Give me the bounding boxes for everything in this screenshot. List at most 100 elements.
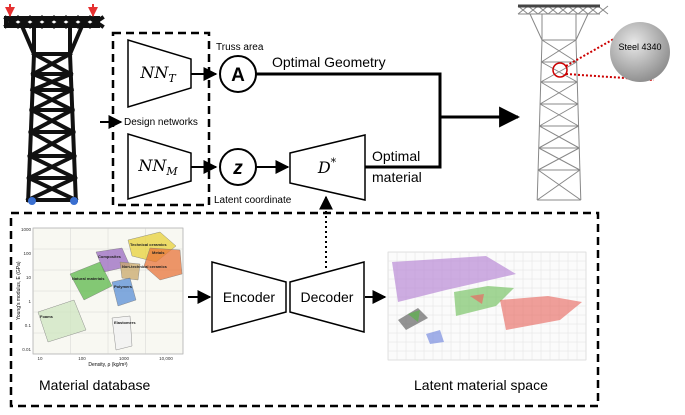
material-path	[365, 117, 442, 169]
left-tower-member	[67, 51, 73, 77]
ashby-family-region	[37, 299, 87, 343]
nn-t-base: NN	[139, 63, 169, 82]
left-tower-member	[28, 107, 34, 135]
ashby-family-region	[111, 315, 133, 351]
cluster-green	[454, 286, 514, 316]
truss-area-symbol: A	[231, 65, 245, 86]
ashby-family-label: Technical ceramics	[130, 242, 167, 247]
nn-m-base: NN	[137, 156, 167, 175]
left-tower-member	[25, 175, 78, 203]
right-tower-member	[538, 103, 541, 127]
right-tower-member	[537, 147, 540, 171]
left-tower-member	[75, 15, 93, 29]
right-tower-member	[578, 147, 581, 171]
left-tower-member	[15, 15, 33, 29]
left-tower-member	[3, 15, 21, 29]
ashby-x-label: Density, ρ (kg/m³)	[88, 362, 127, 368]
right-tower-member	[576, 61, 578, 83]
ashby-y-tick: 1	[28, 299, 31, 304]
right-tower-member	[539, 81, 578, 105]
nn-t-network: NNT	[127, 38, 192, 109]
left-tower-member	[26, 153, 77, 181]
left-tower-member	[27, 129, 76, 159]
right-tower-member	[575, 39, 578, 63]
right-tower-member	[540, 61, 577, 83]
ashby-x-tick: 1000	[119, 356, 130, 361]
left-tower-member	[30, 71, 36, 93]
left-tower-member	[29, 71, 74, 93]
optimal-material-label-line2: material	[372, 169, 422, 185]
cluster-blue	[426, 330, 444, 344]
ashby-family-label: Foams	[40, 314, 54, 319]
nn-m-network: NNM	[127, 132, 192, 200]
right-tower-member	[578, 125, 580, 149]
supports	[28, 197, 78, 205]
right-tower-member	[539, 81, 542, 105]
cluster-red	[500, 296, 582, 330]
left-tower-member	[87, 15, 105, 29]
ashby-x-tick: 10,000	[159, 356, 173, 361]
truss-area-label: Truss area	[216, 42, 264, 53]
steel-label: Steel 4340	[618, 42, 661, 52]
right-tower-member	[575, 13, 589, 41]
left-tower-member	[69, 87, 75, 113]
encoder-label: Encoder	[223, 289, 275, 305]
left-tower-member	[30, 51, 73, 77]
left-tower-member	[27, 129, 33, 159]
latent-coordinate-label: Latent coordinate	[214, 195, 292, 206]
ashby-y-tick: 0.01	[22, 347, 31, 352]
left-tower-member	[51, 15, 69, 29]
left-tower-member	[71, 129, 77, 159]
cluster-small-green	[408, 310, 420, 322]
right-tower-member	[536, 169, 581, 201]
decoder-network: Decoder	[289, 261, 365, 333]
right-tower-member	[538, 125, 579, 149]
nn-t-subscript: T	[168, 72, 177, 85]
left-tower-member	[26, 153, 32, 181]
decoder-star-sup: *	[331, 156, 337, 169]
cluster-purple	[392, 256, 516, 302]
left-tower-member	[29, 87, 35, 113]
left-tower-member	[26, 175, 32, 203]
ashby-x-tick: 100	[78, 356, 86, 361]
optimal-material-label-line1: Optimal	[372, 148, 420, 164]
initial-truss-tower	[3, 15, 105, 203]
optimal-geometry-label: Optimal Geometry	[272, 54, 386, 70]
latent-material-space-label: Latent material space	[414, 377, 548, 393]
right-tower-member	[576, 81, 579, 105]
right-tower-member	[537, 147, 580, 171]
ashby-family-region	[69, 261, 113, 301]
cluster-grey	[398, 308, 428, 330]
ashby-family-label: Natural materials	[72, 276, 105, 281]
ashby-family-region	[119, 261, 141, 281]
right-tower-member	[539, 103, 579, 127]
right-tower-member	[536, 169, 539, 201]
ashby-y-label: Young's modulus, E (GPa)	[16, 261, 22, 320]
ashby-y-tick: 0.1	[25, 323, 32, 328]
ashby-family-label: Composites	[98, 254, 122, 259]
steel-material-sphere	[610, 22, 670, 82]
ashby-family-label: Metals	[152, 250, 165, 255]
material-database-label: Material database	[39, 377, 151, 393]
geometry-path	[256, 72, 442, 117]
left-tower-member	[72, 175, 78, 203]
left-tower-member	[29, 87, 75, 113]
optimal-truss-tower	[517, 4, 609, 201]
right-tower-member	[537, 169, 582, 201]
right-tower-member	[577, 103, 580, 127]
left-tower-member	[39, 15, 57, 29]
material-space-box	[9, 211, 600, 408]
latent-clusters	[392, 256, 582, 344]
left-tower-member	[31, 51, 37, 77]
ashby-y-tick: 10	[26, 275, 32, 280]
ashby-y-tick: 100	[23, 251, 31, 256]
ashby-family-label: Polymers	[114, 284, 133, 289]
nn-m-subscript: M	[165, 165, 178, 178]
left-tower-member	[70, 107, 76, 135]
latent-coordinate-symbol: z	[232, 158, 243, 179]
support-right	[70, 197, 78, 205]
